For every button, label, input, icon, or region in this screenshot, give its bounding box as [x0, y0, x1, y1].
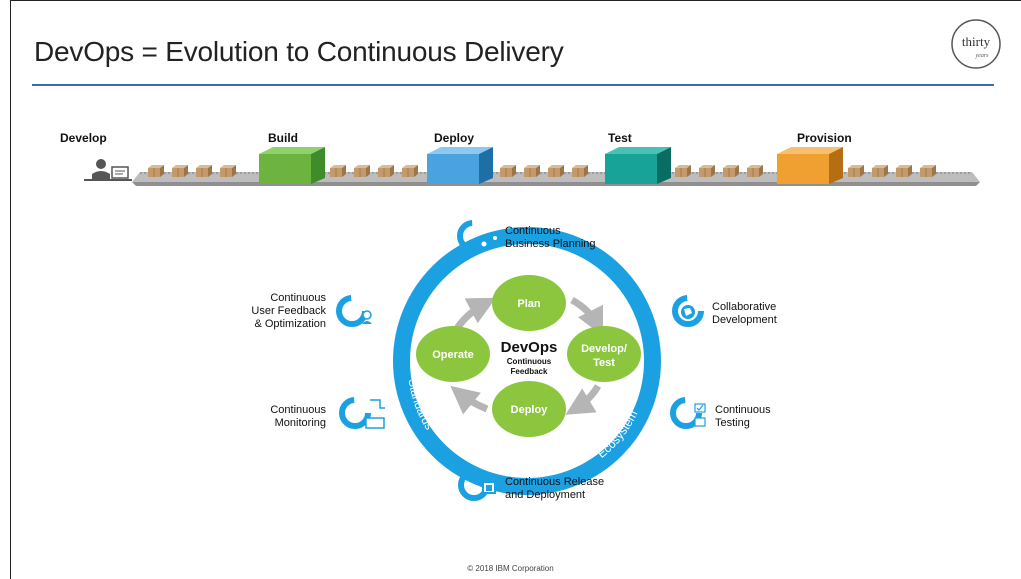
stage-label-develop: Develop: [60, 131, 107, 145]
thirty-years-logo: thirty years: [951, 19, 1001, 69]
parcel-icon: [896, 165, 912, 177]
center-subtitle-2: Feedback: [511, 367, 548, 376]
parcel-icon: [330, 165, 346, 177]
parcel-icon: [920, 165, 936, 177]
parcel-icon: [196, 165, 212, 177]
monitoring-icon: [339, 397, 385, 429]
svg-text:Develop/: Develop/: [581, 343, 627, 355]
parcel-icon: [548, 165, 564, 177]
ring-label-practices: Practices: [500, 456, 550, 473]
slide-frame: [10, 0, 1021, 579]
user-feedback-icon: [336, 295, 372, 327]
parcel-icon: [572, 165, 588, 177]
node-develop-test: Develop/ Test: [567, 326, 641, 382]
parcel-group: [148, 165, 936, 177]
center-title: DevOps: [501, 339, 558, 356]
center-subtitle-1: Continuous: [507, 357, 552, 366]
parcel-icon: [675, 165, 691, 177]
stage-label-deploy: Deploy: [434, 131, 475, 145]
stage-label-build: Build: [268, 131, 298, 145]
parcel-icon: [872, 165, 888, 177]
parcel-icon: [699, 165, 715, 177]
svg-text:Deploy: Deploy: [511, 404, 549, 416]
developer-icon: [84, 159, 132, 181]
parcel-icon: [354, 165, 370, 177]
parcel-icon: [848, 165, 864, 177]
parcel-icon: [402, 165, 418, 177]
node-plan: Plan: [492, 275, 566, 331]
parcel-icon: [148, 165, 164, 177]
copyright-footer: © 2018 IBM Corporation: [467, 564, 554, 573]
deploy-cube: [427, 147, 493, 184]
testing-icon: [670, 397, 706, 429]
parcel-icon: [172, 165, 188, 177]
node-operate: Operate: [416, 326, 490, 382]
stage-label-provision: Provision: [797, 131, 852, 145]
title-underline: [32, 84, 994, 86]
node-deploy: Deploy: [492, 381, 566, 437]
svg-text:years: years: [975, 53, 990, 59]
collaborative-development-icon: [672, 295, 704, 327]
svg-text:Operate: Operate: [432, 349, 474, 361]
parcel-icon: [220, 165, 236, 177]
build-cube: [259, 147, 325, 184]
release-deployment-icon: [458, 469, 496, 501]
svg-text:thirty: thirty: [962, 34, 991, 49]
parcel-icon: [723, 165, 739, 177]
slide-title: DevOps = Evolution to Continuous Deliver…: [34, 36, 564, 67]
business-planning-icon: [457, 220, 500, 252]
svg-text:Test: Test: [593, 357, 615, 369]
test-cube: [605, 147, 671, 184]
parcel-icon: [378, 165, 394, 177]
svg-text:Plan: Plan: [517, 298, 541, 310]
provision-cube: [777, 147, 843, 184]
parcel-icon: [747, 165, 763, 177]
parcel-icon: [500, 165, 516, 177]
parcel-icon: [524, 165, 540, 177]
stage-label-test: Test: [608, 131, 632, 145]
